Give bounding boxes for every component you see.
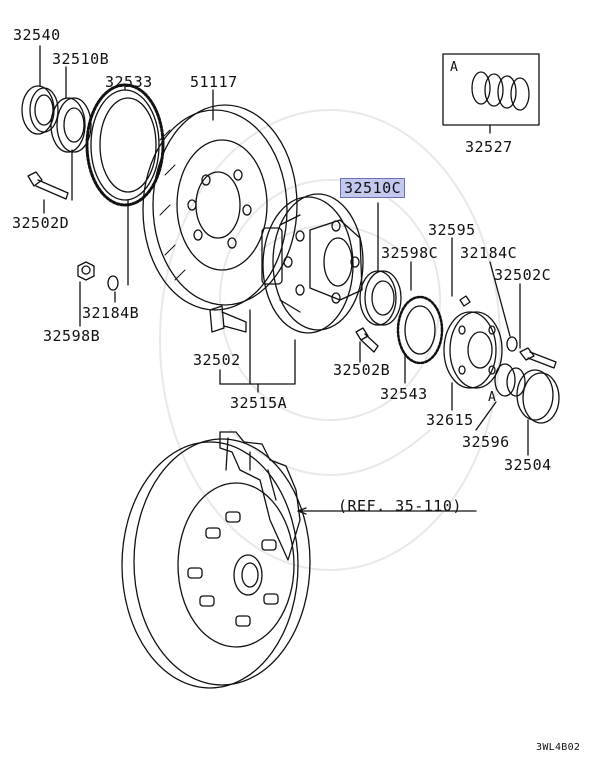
part-label-32184c[interactable]: 32184C — [460, 244, 518, 262]
part-label-32596[interactable]: 32596 — [462, 433, 510, 451]
part-label-32515a[interactable]: 32515A — [230, 394, 288, 412]
bolt-32502d — [27, 171, 69, 214]
part-label-32184b[interactable]: 32184B — [82, 304, 140, 322]
leader-group-32533 — [71, 149, 129, 286]
bolt-32595 — [451, 237, 471, 307]
hub-32515a — [261, 193, 364, 334]
nut-32598b — [77, 261, 95, 327]
part-label-32595[interactable]: 32595 — [428, 221, 476, 239]
part-label-32615[interactable]: 32615 — [426, 411, 474, 429]
watermark-emblem — [159, 109, 501, 571]
washer-32543 — [396, 295, 444, 384]
part-label-32543[interactable]: 32543 — [380, 385, 428, 403]
flange-32615 — [443, 311, 503, 411]
kit-marker-a-box: A — [450, 60, 459, 75]
leader-32515a — [219, 339, 296, 385]
washer-32184b — [107, 275, 119, 303]
part-label-32502[interactable]: 32502 — [193, 351, 241, 369]
washer-32184c — [489, 261, 518, 352]
part-label-32502b[interactable]: 32502B — [333, 361, 391, 379]
brake-assembly-ref — [121, 431, 477, 689]
rotor-51117 — [142, 89, 298, 311]
part-label-32504[interactable]: 32504 — [504, 456, 552, 474]
bearing-32598c — [359, 202, 412, 326]
part-label-51117[interactable]: 51117 — [190, 73, 238, 91]
kit-marker-a-snapring: A — [488, 390, 497, 405]
part-label-32540[interactable]: 32540 — [13, 26, 61, 44]
snap-ring-32596 — [475, 363, 526, 431]
part-label-32502d[interactable]: 32502D — [12, 214, 70, 232]
reference-label[interactable]: (REF. 35-110) — [338, 497, 462, 515]
stud-32502 — [209, 305, 251, 385]
tone-ring-32533 — [85, 83, 165, 207]
part-label-32510b[interactable]: 32510B — [52, 50, 110, 68]
part-label-32598c[interactable]: 32598C — [381, 244, 439, 262]
part-label-32527[interactable]: 32527 — [465, 138, 513, 156]
drawing-code: 3WL4B02 — [536, 742, 581, 753]
kit-box-32527 — [442, 53, 540, 134]
bolt-32502c — [519, 283, 557, 369]
part-label-32502c[interactable]: 32502C — [494, 266, 552, 284]
part-label-32598b[interactable]: 32598B — [43, 327, 101, 345]
part-label-32533[interactable]: 32533 — [105, 73, 153, 91]
cap-32504 — [516, 369, 560, 456]
bolt-32502b — [355, 327, 379, 363]
bearing-32510b — [50, 66, 92, 153]
part-label-32510c-highlighted[interactable]: 32510C — [340, 178, 406, 198]
